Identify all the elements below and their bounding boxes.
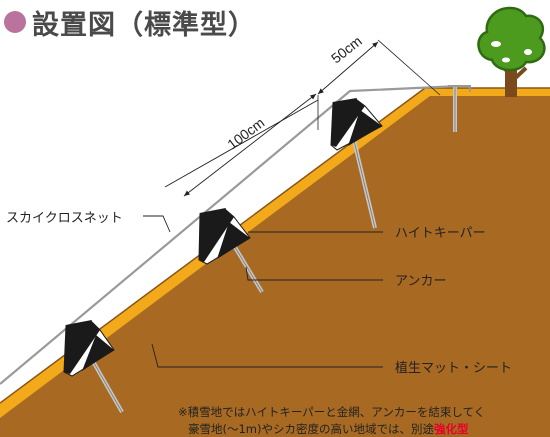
- label-net: スカイクロスネット: [6, 211, 123, 226]
- soil-slope: [0, 92, 550, 437]
- note-line-2: 豪雪地(～1m)やシカ密度の高い地域では、別途強化型: [188, 421, 469, 437]
- title-block: 設置図（標準型）: [4, 2, 256, 42]
- page-title: 設置図（標準型）: [32, 9, 256, 41]
- leader-net: [143, 215, 171, 233]
- tree-icon: [477, 6, 546, 97]
- label-anchor: アンカー: [395, 274, 447, 289]
- title-bullet-icon: [4, 11, 26, 33]
- label-vegetation-mat: 植生マット・シート: [395, 361, 513, 376]
- note-line-2-text: 豪雪地(～1m)やシカ密度の高い地域では、別途: [188, 422, 434, 436]
- height-keeper-middle: [198, 208, 251, 265]
- note-highlight: 強化型: [434, 422, 469, 436]
- leader-mat: [151, 343, 383, 368]
- dimension-label-50cm: 50cm: [328, 33, 365, 67]
- dimension-label-100cm: 100cm: [224, 114, 267, 152]
- dimension-line-50cm: [317, 39, 441, 96]
- anchor-top: [448, 85, 471, 132]
- height-keeper-lower: [63, 320, 115, 377]
- note-line-1: ※積雪地ではハイトキーパーと金網、アンカーを結束してく: [178, 405, 486, 419]
- leader-anchor: [245, 266, 383, 281]
- height-keeper-upper: [330, 98, 383, 151]
- dimension-line-100cm: [164, 93, 319, 197]
- label-height-keeper: ハイトキーパー: [395, 226, 486, 241]
